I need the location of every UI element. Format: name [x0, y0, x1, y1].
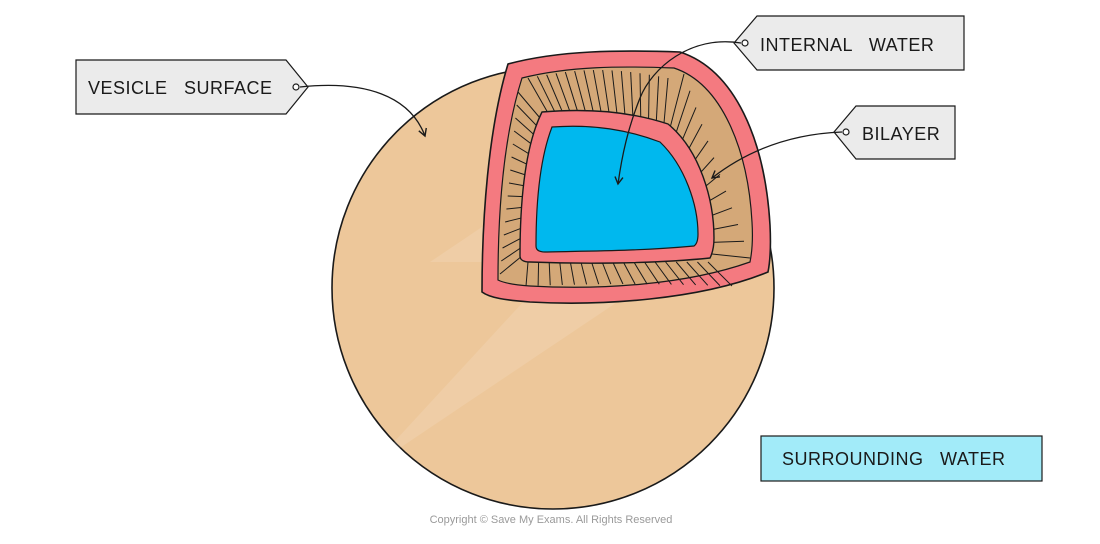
- bilayer-label: BILAYER: [862, 124, 940, 144]
- copyright-text: Copyright © Save My Exams. All Rights Re…: [430, 514, 673, 526]
- internal-water-label: INTERNAL WATER: [760, 35, 934, 55]
- internal-water-tag: INTERNAL WATER: [734, 16, 964, 70]
- surrounding-water-label: SURROUNDING WATER: [782, 449, 1006, 469]
- vesicle-surface-tag: VESICLE SURFACE: [76, 60, 308, 114]
- vesicle-surface-label: VESICLE SURFACE: [88, 78, 273, 98]
- bilayer-tag: BILAYER: [834, 106, 955, 159]
- surrounding-water-box: SURROUNDING WATER: [761, 436, 1042, 481]
